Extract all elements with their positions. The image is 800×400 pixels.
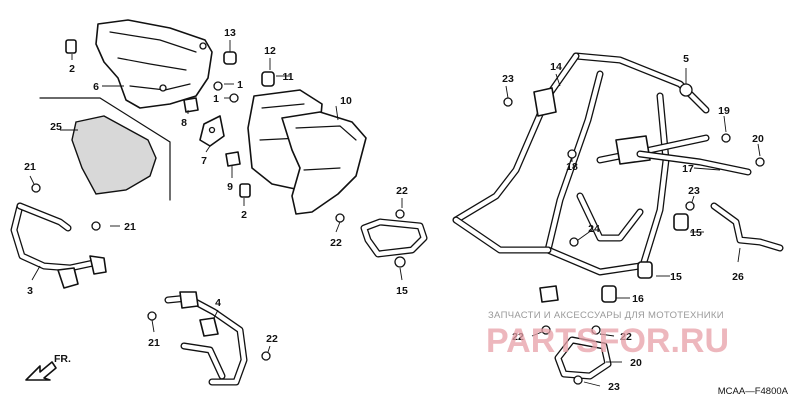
leader-lines: [29, 40, 761, 387]
callout-22: 22: [330, 237, 342, 249]
watermark: ЗАПЧАСТИ И АКСЕССУАРЫ ДЛЯ МОТОТЕХНИКИ PA…: [486, 310, 729, 360]
part-2-clips: [65, 39, 251, 198]
callout-4: 4: [215, 297, 221, 309]
callout-18: 17: [682, 163, 694, 175]
callout-24: 24: [588, 223, 600, 235]
callout-15: 15: [670, 271, 682, 283]
part-16-clamp: [360, 218, 428, 268]
part-8-grommet: [183, 97, 199, 113]
part-4-lower-guard: [164, 291, 248, 386]
callout-15: 16: [632, 293, 644, 305]
callout-14: 14: [550, 61, 562, 73]
callout-26: 26: [732, 271, 744, 283]
front-arrow-icon: [25, 361, 57, 381]
callout-21: 21: [124, 221, 136, 233]
callout-labels: 2 6 13 12 11 1 1 8 7 9 2 10 25 21 21 3 4…: [24, 27, 764, 393]
callout-22: 22: [396, 185, 408, 197]
callout-13: 13: [224, 27, 236, 39]
callout-21: 22: [266, 333, 278, 345]
part-1-bolts: [213, 81, 239, 103]
callout-9: 9: [227, 181, 233, 193]
callout-11: 11: [282, 71, 293, 83]
front-label: FR.: [54, 353, 71, 365]
callout-20: 20: [752, 133, 764, 145]
part-9-grommet: [225, 151, 241, 167]
callout-3: 3: [27, 285, 33, 297]
callout-21: 21: [24, 161, 36, 173]
part-10-shroud: [281, 111, 367, 215]
callout-22: 22: [512, 331, 524, 343]
callout-15: 15: [690, 227, 702, 239]
part-18-stay: [636, 150, 752, 176]
part-15-mounts: [601, 213, 689, 303]
part-12-clip: [261, 71, 275, 87]
part-6-cover: [95, 19, 213, 109]
callout-23: 23: [688, 185, 700, 197]
callout-23: 23: [502, 73, 514, 85]
callout-5: 5: [683, 53, 689, 65]
part-3-crash-guard: [10, 202, 107, 289]
callout-12: 12: [264, 45, 276, 57]
callout-2: 2: [241, 209, 247, 221]
callout-19: 18: [566, 161, 578, 173]
part-13-nut: [223, 51, 237, 65]
front-direction-indicator: FR.: [25, 353, 71, 381]
callout-25: 25: [50, 121, 62, 133]
callout-1: 1: [213, 93, 219, 105]
part-7-plate: [199, 115, 225, 147]
callout-8: 8: [181, 117, 187, 129]
callout-6: 6: [93, 81, 99, 93]
part-25-panel: [39, 97, 171, 201]
watermark-logo: PARTSFOR.RU: [486, 322, 729, 360]
callout-22: 23: [608, 381, 620, 393]
watermark-tagline: ЗАПЧАСТИ И АКСЕССУАРЫ ДЛЯ МОТОТЕХНИКИ: [488, 310, 724, 321]
callout-1: 1: [237, 79, 243, 91]
callout-20: 19: [718, 105, 730, 117]
part-14-frame: [452, 52, 710, 303]
callout-17: 20: [630, 357, 642, 369]
diagram-code: MCAA—F4800A: [718, 386, 789, 397]
callout-16: 15: [396, 285, 408, 297]
callout-7: 7: [201, 155, 207, 167]
callout-10: 10: [340, 95, 352, 107]
callout-22: 22: [620, 331, 632, 343]
callout-21: 21: [148, 337, 160, 349]
part-26-rod: [710, 202, 784, 252]
callout-2: 2: [69, 63, 75, 75]
part-17-clamp: [554, 336, 612, 380]
